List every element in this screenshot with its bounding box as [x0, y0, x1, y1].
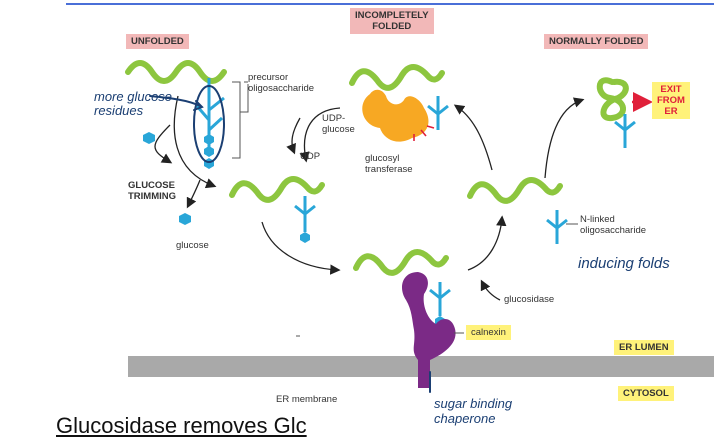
- oligosaccharide-bottom: [429, 282, 451, 316]
- cytosol-label: CYTOSOL: [618, 386, 674, 401]
- handwritten-inducing-folds: inducing folds: [578, 255, 670, 272]
- normally-folded-protein: [596, 77, 629, 122]
- normally-folded-tag: NORMALLY FOLDED: [544, 34, 649, 49]
- folded-protein-right: [467, 177, 563, 204]
- removed-glucose-1: [143, 132, 155, 144]
- protein-bound-to-calnexin: [353, 249, 449, 276]
- glucose-trimming-label: GLUCOSE TRIMMING: [128, 180, 177, 202]
- oligosaccharide-top: [427, 96, 449, 130]
- incompletely-folded-tag: INCOMPLETELY FOLDED: [350, 8, 434, 34]
- unfolded-tag: UNFOLDED: [126, 34, 189, 49]
- unfolded-protein: [125, 60, 227, 84]
- precursor-label: precursor oligosaccharide: [248, 72, 315, 94]
- glucose-label: glucose: [176, 240, 209, 251]
- slide-caption: Glucosidase removes Glc: [56, 413, 307, 438]
- glucosidase-label: glucosidase: [504, 294, 555, 305]
- calnexin: [402, 272, 456, 388]
- er-membrane-label: ER membrane: [276, 394, 338, 405]
- handwritten-sugar-binding: sugar binding chaperone: [434, 396, 513, 426]
- glucose-residues: [204, 134, 214, 169]
- udp-label: UDP: [300, 151, 321, 162]
- er-lumen-label: ER LUMEN: [614, 340, 674, 355]
- exit-from-er-label: EXIT FROM ER: [652, 82, 690, 119]
- handwritten-marks: [149, 85, 431, 393]
- calnexin-label: calnexin: [466, 325, 511, 340]
- n-linked-label: N-linked oligosaccharide: [580, 214, 647, 236]
- udp-glucose-label: UDP- glucose: [322, 113, 355, 135]
- incompletely-folded-protein: [349, 64, 445, 91]
- removed-glucose-2: [179, 213, 191, 225]
- oligosaccharide-normal: [614, 114, 636, 148]
- n-linked-oligosaccharide: [546, 210, 568, 244]
- oligosaccharide-left: [294, 196, 316, 232]
- activity-marks: [413, 125, 435, 141]
- handwritten-more-glucose: more glucose residues: [94, 89, 173, 118]
- partially-folded-protein-left: [229, 176, 325, 203]
- glucosyl-transferase-label: glucosyl transferase: [365, 153, 413, 175]
- glucosyl-transferase: [362, 89, 429, 142]
- top-rule: [66, 3, 714, 5]
